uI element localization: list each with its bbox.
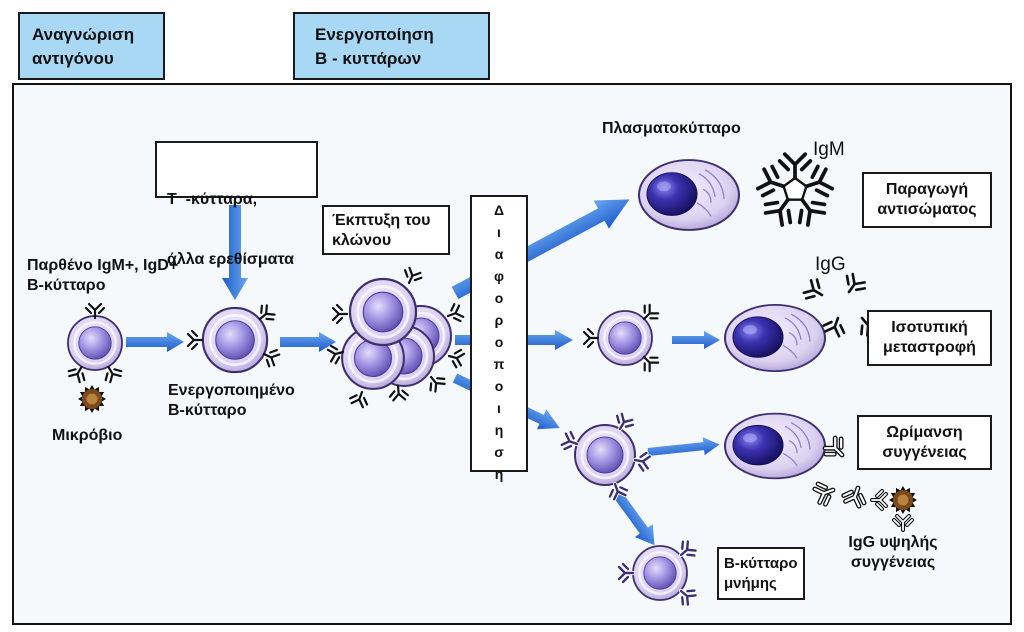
receptor-icon: [445, 346, 466, 370]
naive-b-cell-body: [66, 314, 124, 372]
plasma-cell-high-affinity: [724, 412, 826, 480]
receptor-icon: [582, 327, 600, 349]
affinity-b-cell: [561, 412, 651, 500]
igg-label: IgG: [815, 254, 846, 275]
igm-arm-icon: [777, 152, 813, 180]
igg-icon: [842, 484, 868, 507]
igm-arm-icon: [754, 162, 791, 203]
arrow-to-memory-cell: [613, 492, 655, 546]
igm-arm-icon: [799, 162, 836, 203]
arrow-b-cell-to-affinity-plasma: [647, 437, 720, 456]
naive-b-cell-line: Β-κύτταρο: [27, 277, 106, 294]
memory-b-cell-body: [631, 544, 689, 602]
clonal-expansion-box: Έκπτυξη του κλώνου: [322, 205, 450, 255]
isotype-switching-line: Ισοτυπική: [891, 319, 968, 336]
receptor-icon: [331, 303, 349, 325]
igg-icon: [822, 435, 849, 462]
header-line: Αναγνώριση: [32, 25, 135, 44]
affinity-b-cell-body: [573, 423, 637, 487]
naive-b-cell-label: Παρθένο IgM+, IgD+ Β-κύτταρο: [27, 256, 178, 296]
receptor-icon: [399, 265, 425, 288]
bound-igg-icon: [870, 489, 888, 511]
affinity-maturation-box: Ωρίμανση συγγένειας: [857, 415, 992, 470]
isotype-switching-line: μεταστροφή: [883, 339, 976, 356]
antibody-production-box: Παραγωγή αντισώματος: [862, 172, 992, 228]
naive-b-cell-line: Παρθένο IgM+, IgD+: [27, 257, 179, 274]
receptor-icon: [186, 329, 204, 351]
high-affinity-igg-line: IgG υψηλής: [848, 534, 938, 551]
header-line: Β - κυττάρων: [315, 49, 422, 68]
microbe-icon: [889, 486, 917, 514]
naive-b-cell: [65, 302, 125, 385]
high-affinity-igg-line: συγγένειας: [850, 554, 936, 571]
plasma-cell-igm: [638, 159, 740, 231]
igm-pentamer-icon: [754, 152, 836, 230]
plasma-cell-igg: [724, 303, 826, 373]
bound-igg-icon: [892, 514, 914, 532]
memory-b-cell-box: Β-κύτταρο μνήμης: [717, 547, 805, 600]
arrow-activated-to-clone: [280, 332, 336, 352]
isotype-switching-box: Ισοτυπική μεταστροφή: [867, 310, 992, 366]
header-b-cell-activation: Ενεργοποίηση Β - κυττάρων: [293, 12, 490, 80]
activated-b-cell-line: Ενεργοποιημένο: [168, 382, 295, 399]
antibody-production-line: Παραγωγή: [885, 181, 969, 198]
affinity-maturation-line: συγγένειας: [882, 444, 967, 461]
memory-b-cell-line: μνήμης: [724, 575, 777, 592]
receptor-icon: [347, 387, 372, 410]
antibody-production-line: αντισώματος: [877, 201, 977, 218]
activated-b-cell-body: [201, 306, 269, 374]
activated-b-cell-label: Ενεργοποιημένο Β-κύτταρο: [168, 381, 295, 421]
header-line: αντιγόνου: [32, 49, 114, 68]
header-line: Ενεργοποίηση: [315, 25, 434, 44]
isotype-b-cell: [582, 301, 662, 375]
clone-cluster: [326, 265, 466, 410]
high-affinity-igg-label: IgG υψηλής συγγένειας: [832, 533, 954, 573]
igg-icon: [800, 275, 829, 306]
memory-b-cell: [619, 539, 698, 607]
igg-icon: [814, 480, 837, 506]
clone-cell: [348, 277, 418, 347]
receptor-icon: [387, 384, 410, 402]
microbe-icon: [78, 385, 106, 413]
arrow-t-cells-down: [222, 205, 248, 300]
clonal-expansion-line: Έκπτυξη του: [332, 212, 431, 229]
header-antigen-recognition: Αναγνώριση αντιγόνου: [18, 12, 165, 80]
activated-b-cell-line: Β-κύτταρο: [168, 402, 247, 419]
igm-label: IgM: [813, 139, 845, 160]
memory-b-cell-line: Β-κύτταρο: [724, 555, 798, 572]
arrow-b-cell-to-igg-plasma: [672, 331, 720, 349]
t-cells-line: άλλα ερεθίσματα: [167, 251, 294, 268]
igg-icon: [820, 312, 850, 339]
microbe-label: Μικρόβιο: [52, 427, 123, 444]
affinity-maturation-line: Ωρίμανση: [886, 424, 963, 441]
t-cells-line: Τ -κύτταρα,: [167, 191, 258, 208]
activated-b-cell: [186, 302, 282, 374]
clonal-expansion-line: κλώνου: [332, 232, 392, 249]
plasma-cell-label: Πλασματοκύτταρο: [602, 120, 741, 137]
arrow-naive-to-activated: [126, 332, 184, 352]
receptor-icon: [619, 564, 633, 582]
differentiation-box: Διαφοροποιηση: [470, 195, 528, 488]
differentiation-label: Διαφοροποιηση: [491, 202, 507, 488]
t-cells-box: Τ -κύτταρα, άλλα ερεθίσματα: [155, 141, 318, 268]
